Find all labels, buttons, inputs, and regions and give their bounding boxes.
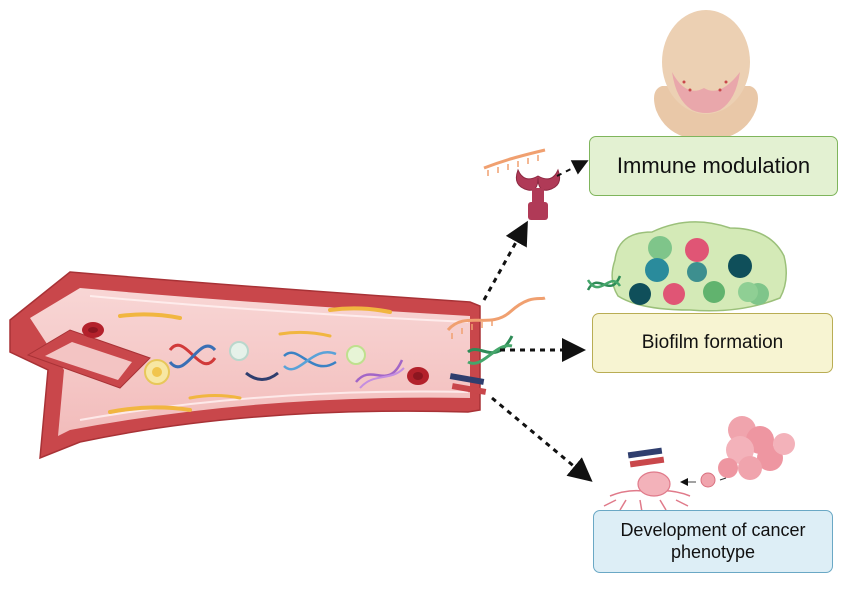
immune-modulation-box: Immune modulation: [589, 136, 838, 196]
rna-strand-icon: [446, 296, 546, 339]
human-head-icon: [654, 10, 758, 140]
vesicle-icon: [229, 341, 249, 361]
cancer-cells-icon: [718, 416, 795, 480]
blood-vessel-icon: [9, 271, 481, 460]
arrow-to-receptor: [482, 220, 528, 301]
biofilm-icon: [586, 221, 787, 312]
biofilm-formation-box: Biofilm formation: [592, 313, 833, 373]
cancer-phenotype-box: Development of cancer phenotype: [593, 510, 833, 573]
vesicle-icon: [346, 345, 366, 365]
rna-strand-icon: [483, 148, 546, 176]
dsrna-icon: [627, 447, 665, 468]
toll-like-receptor-icon: [515, 168, 561, 220]
dna-icon: [168, 343, 217, 369]
dsrna-icon: [449, 373, 487, 395]
vesicle-icon: [144, 359, 170, 385]
dna-icon: [467, 335, 514, 365]
cell-icon: [700, 472, 716, 488]
rna-fragment-icon: [245, 371, 279, 381]
dna-icon: [355, 359, 405, 389]
arrows: [482, 160, 593, 482]
arrow-to-cancer-box: [491, 396, 593, 482]
arrow-to-immune-box: [556, 160, 589, 177]
tumor-icon: [603, 471, 691, 513]
dna-icon: [283, 351, 337, 371]
